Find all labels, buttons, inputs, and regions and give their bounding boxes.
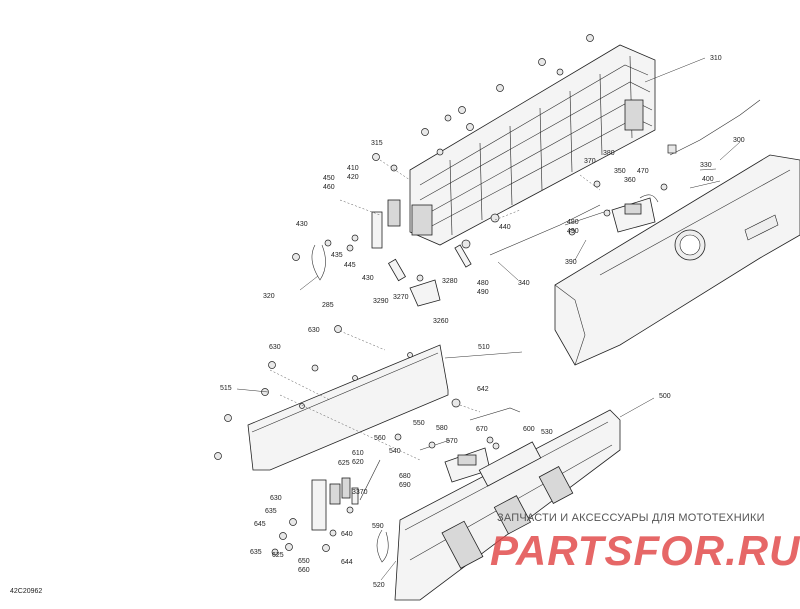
callout-310: 310 [710,55,722,62]
callout-3270: 3270 [393,294,409,301]
callout-620: 620 [352,459,364,466]
front-grille-frame [409,44,656,246]
latch-assembly-lower [419,407,521,483]
callout-450: 450 [323,175,335,182]
callout-460: 460 [323,184,335,191]
callout-550: 550 [413,420,425,427]
callout-515: 515 [220,385,232,392]
callout-445: 445 [344,262,356,269]
callout-420: 420 [347,174,359,181]
callout-440: 440 [499,224,511,231]
cable-end-fitting [667,144,677,154]
callout-635-b: 635 [250,549,262,556]
inner-panel-510 [247,344,449,471]
callout-480-a: 480 [477,280,489,287]
callout-320: 320 [263,293,275,300]
callout-285: 285 [322,302,334,309]
guide-lines-upper [339,159,601,221]
callout-380: 380 [603,150,615,157]
callout-300: 300 [733,137,745,144]
callout-400: 400 [702,176,714,183]
callout-645: 645 [254,521,266,528]
callout-3290: 3290 [373,298,389,305]
diagram-code: 42C20962 [10,588,43,595]
callout-570: 570 [446,438,458,445]
callout-340: 340 [518,280,530,287]
callout-642: 642 [477,386,489,393]
watermark-logo: PARTSFOR.RU [490,527,800,574]
lower-fasteners [214,325,500,556]
callout-labels: 310 300 315 410 420 450 460 430 435 445 … [220,55,745,589]
callout-600: 600 [523,426,535,433]
hinge-assembly-lower [311,477,359,531]
callout-510: 510 [478,344,490,351]
callout-3280: 3280 [442,278,458,285]
callout-435: 435 [331,252,343,259]
callout-690: 690 [399,482,411,489]
watermark-tagline: ЗАПЧАСТИ И АКСЕССУАРЫ ДЛЯ МОТОТЕХНИКИ [497,512,765,524]
callout-590: 590 [372,523,384,530]
callout-410: 410 [347,165,359,172]
callout-670: 670 [476,426,488,433]
upper-fasteners [372,34,668,249]
callout-490-b: 490 [567,228,579,235]
callout-430-a: 430 [296,221,308,228]
callout-625: 625 [338,460,350,467]
callout-470: 470 [637,168,649,175]
callout-610: 610 [352,450,364,457]
callout-490-a: 490 [477,289,489,296]
hinge-assembly-upper [292,199,401,261]
guide-lines-lower [269,330,481,461]
callout-680: 680 [399,473,411,480]
callout-520: 520 [373,582,385,589]
callout-3260: 3260 [433,318,449,325]
callout-630-b: 630 [269,344,281,351]
callout-660: 660 [298,567,310,574]
callout-3370: 3370 [352,489,368,496]
callout-480-b: 480 [567,219,579,226]
callout-644: 644 [341,559,353,566]
strap-520 [376,529,389,563]
callout-390: 390 [565,259,577,266]
callout-630-c: 630 [270,495,282,502]
callout-630-a: 630 [308,327,320,334]
callout-430-b: 430 [362,275,374,282]
callout-560: 560 [374,435,386,442]
callout-650: 650 [298,558,310,565]
callout-635-a: 635 [265,508,277,515]
strap-320 [311,244,326,281]
callout-360: 360 [624,177,636,184]
callout-625-b: 625 [272,552,284,559]
callout-315: 315 [371,140,383,147]
pin-set [387,244,472,307]
leader-lines [236,57,741,581]
callout-640: 640 [341,531,353,538]
callout-500: 500 [659,393,671,400]
callout-540: 540 [389,448,401,455]
rod-340 [489,204,601,256]
callout-330: 330 [700,162,712,169]
callout-580: 580 [436,425,448,432]
rod-480 [564,209,611,226]
callout-350: 350 [614,168,626,175]
callout-530: 530 [541,429,553,436]
lower-fascia-panel [394,409,621,601]
latch-assembly [611,194,659,233]
front-fascia-panel [554,154,800,366]
rod-540 [359,459,381,501]
cable-330 [669,99,761,156]
callout-370: 370 [584,158,596,165]
